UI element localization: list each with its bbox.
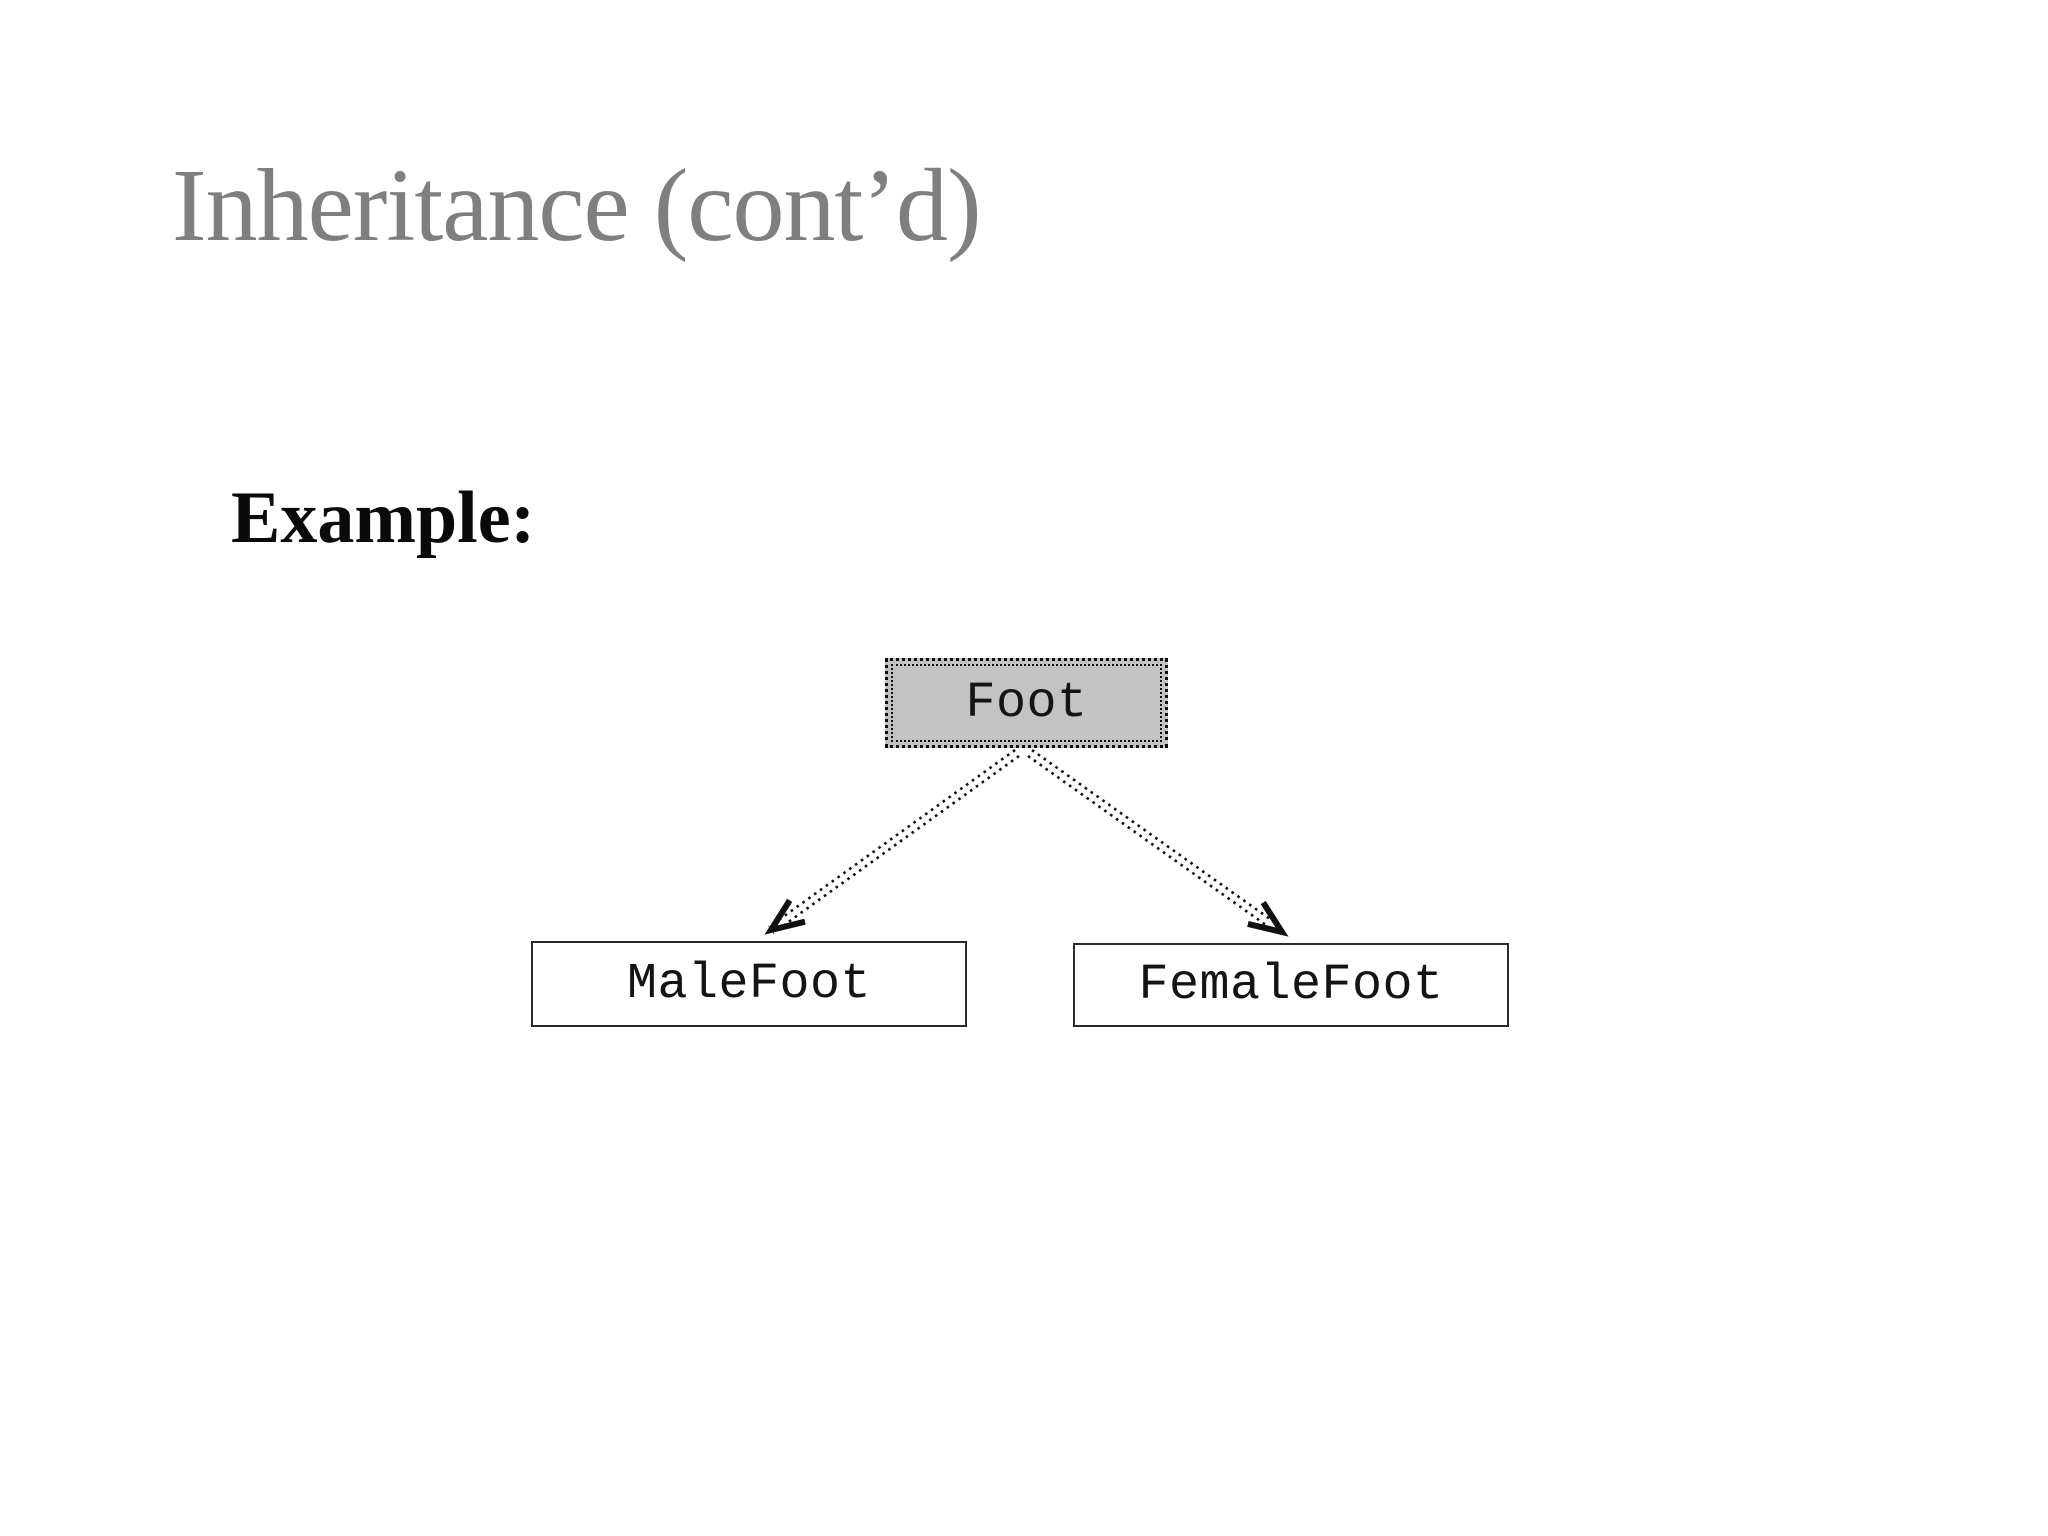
class-box-malefoot: MaleFoot [531,941,967,1027]
example-label: Example: [231,477,536,559]
class-label-malefoot: MaleFoot [626,955,872,1013]
class-label-foot: Foot [965,674,1088,732]
inheritance-arrow-right-icon [1027,748,1289,937]
inheritance-arrow-left-icon [764,748,1020,935]
class-box-femalefoot: FemaleFoot [1073,943,1509,1027]
class-label-femalefoot: FemaleFoot [1138,956,1444,1014]
slide-title: Inheritance (cont’d) [172,148,982,263]
class-box-foot: Foot [885,658,1168,748]
